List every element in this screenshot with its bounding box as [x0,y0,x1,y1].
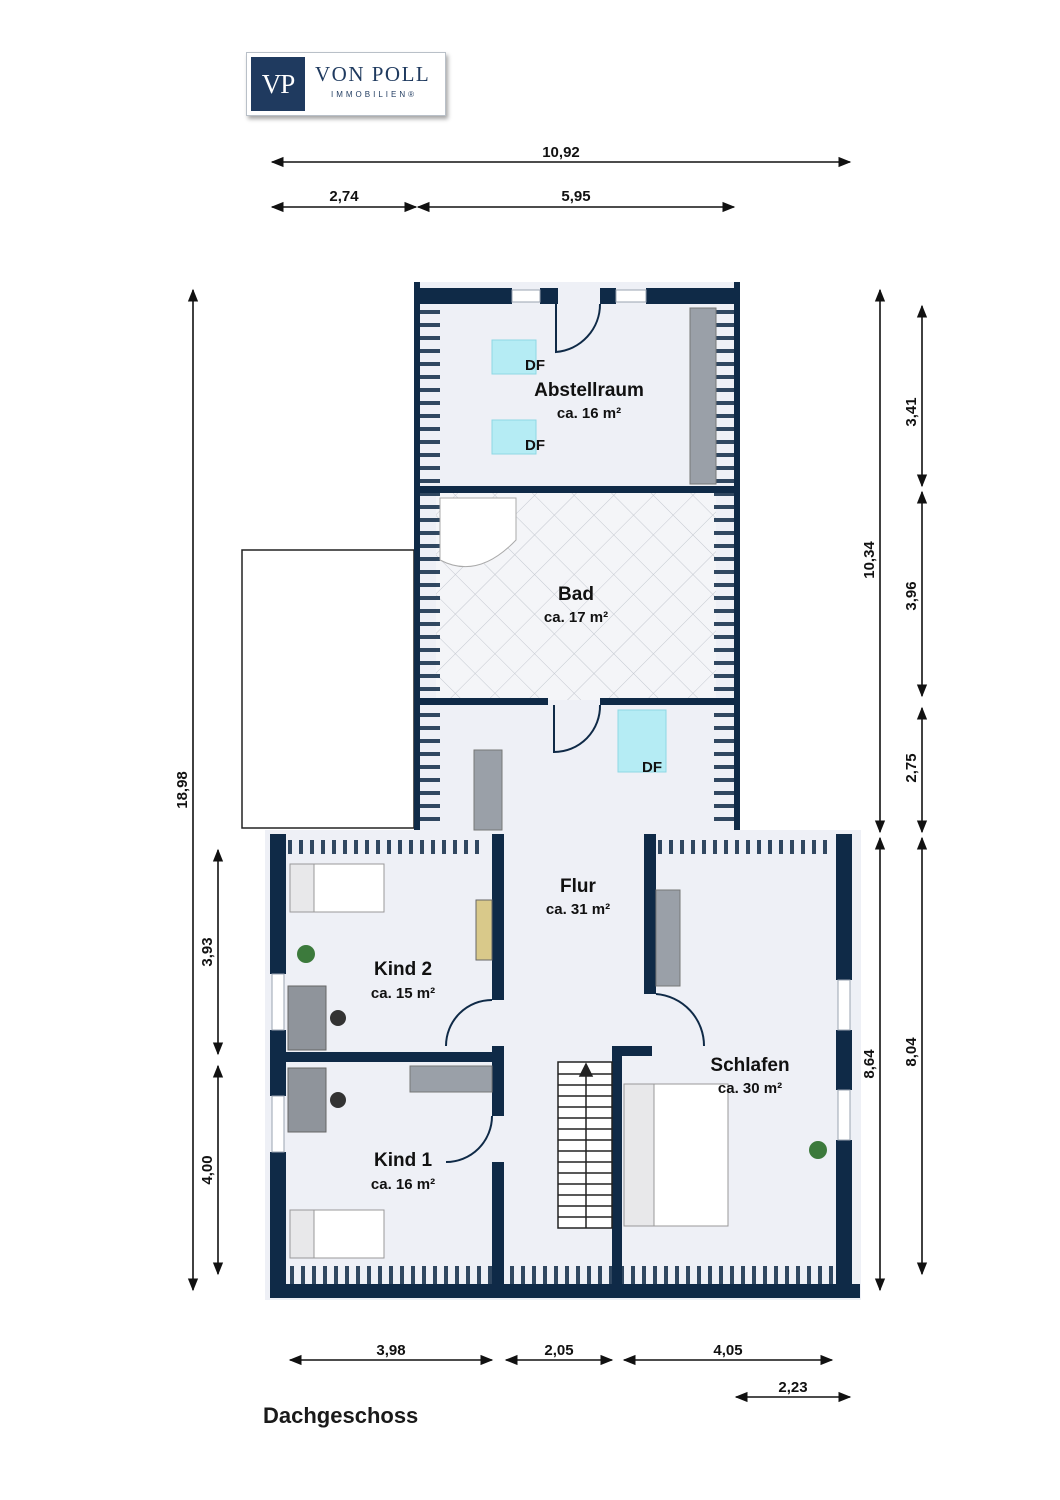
room-labels: Abstellraum ca. 16 m² Bad ca. 17 m² Flur… [371,357,790,1193]
skylight-label: DF [525,437,545,454]
dim-right-outer-1: 3,41 [903,397,920,426]
room-bad-area: ca. 17 m² [544,609,608,626]
room-bad-name: Bad [558,584,594,605]
dim-right-inner-total: 10,34 [861,541,878,579]
floor-title: Dachgeschoss [263,1403,419,1428]
skylight-label: DF [642,759,662,776]
dim-right-outer-2: 3,96 [903,581,920,610]
dim-left-total: 18,98 [174,771,191,809]
room-schlafen-name: Schlafen [710,1055,789,1076]
dim-bottom-1: 3,98 [376,1342,405,1359]
room-abstellraum-name: Abstellraum [534,380,644,401]
skylights [491,339,667,773]
walls [270,282,860,1298]
room-kind2-name: Kind 2 [374,959,432,980]
dim-top-right: 5,95 [561,188,590,205]
room-kind1-name: Kind 1 [374,1150,432,1171]
dim-right-inner-lower: 8,64 [861,1049,878,1079]
skylight-label: DF [525,357,545,374]
room-abstellraum-area: ca. 16 m² [557,405,621,422]
room-kind1-area: ca. 16 m² [371,1176,435,1193]
room-kind2-area: ca. 15 m² [371,985,435,1002]
logo-name: VON POLL [315,62,431,86]
dim-bottom-3: 4,05 [713,1342,742,1359]
dim-left-kind2: 3,93 [199,937,216,966]
staircase [557,1061,613,1229]
dimension-labels: 10,92 2,74 5,95 3,98 2,05 4,05 2,23 18,9… [174,144,920,1396]
dim-left-kind1: 4,00 [199,1155,216,1184]
roof-slope-hatching [288,310,844,1284]
dim-top-left: 2,74 [329,188,359,205]
logo-mark: VP [251,57,305,111]
windows [271,289,851,1153]
dim-bottom-2: 2,05 [544,1342,573,1359]
dim-right-outer-3: 2,75 [903,753,920,782]
logo-subtitle: IMMOBILIEN® [331,90,418,99]
balcony [241,549,415,829]
doors [445,303,706,1163]
von-poll-logo: VP VON POLL IMMOBILIEN® [246,52,446,116]
furniture [287,307,827,1259]
room-flur-name: Flur [560,876,596,897]
dim-right-outer-4: 8,04 [903,1037,920,1067]
room-flur-area: ca. 31 m² [546,901,610,918]
dimension-lines [187,156,928,1403]
dim-top-total: 10,92 [542,144,580,161]
room-schlafen-area: ca. 30 m² [718,1080,782,1097]
dim-bottom-4: 2,23 [778,1379,807,1396]
